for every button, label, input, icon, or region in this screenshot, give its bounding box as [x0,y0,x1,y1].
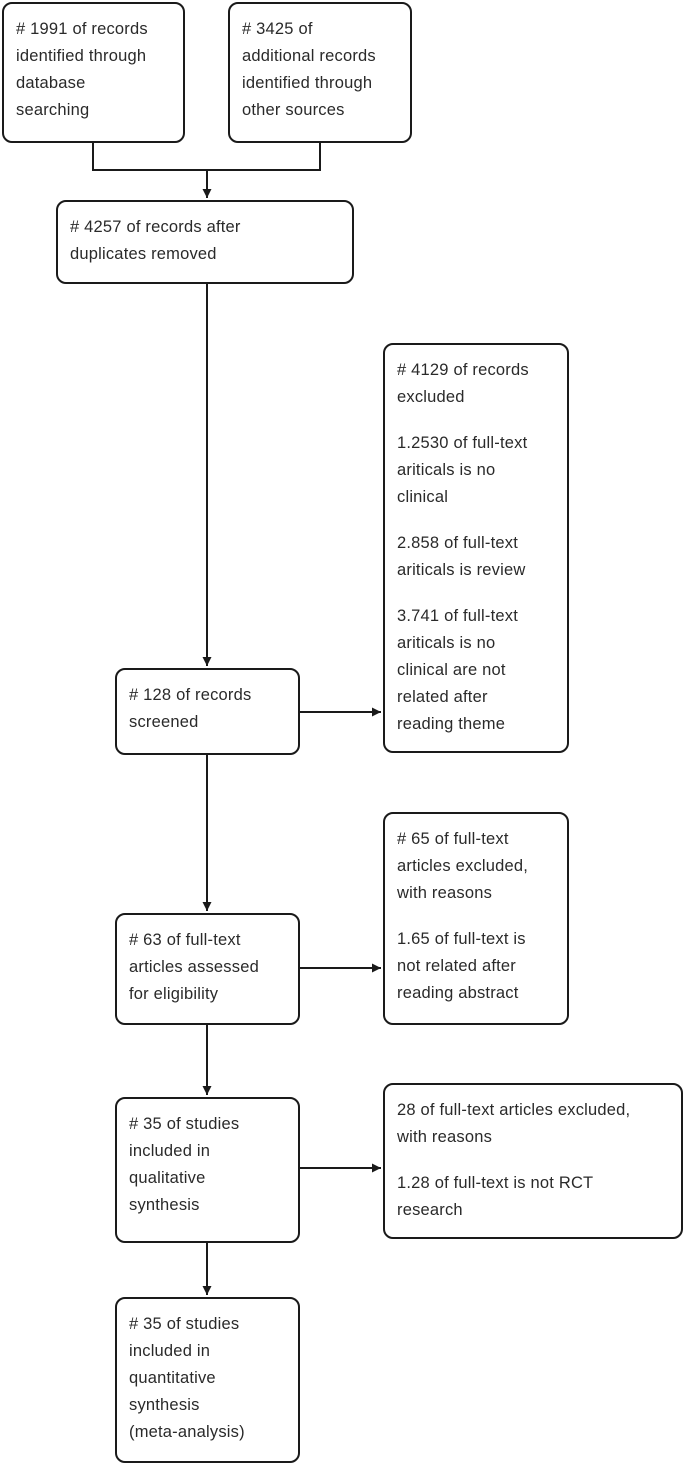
rct-excluded-summary: 28 of full-text articles excluded,with r… [397,1101,631,1146]
box-rct-articles-excluded: 28 of full-text articles excluded,with r… [383,1083,683,1239]
merge-connector-line [92,141,321,171]
